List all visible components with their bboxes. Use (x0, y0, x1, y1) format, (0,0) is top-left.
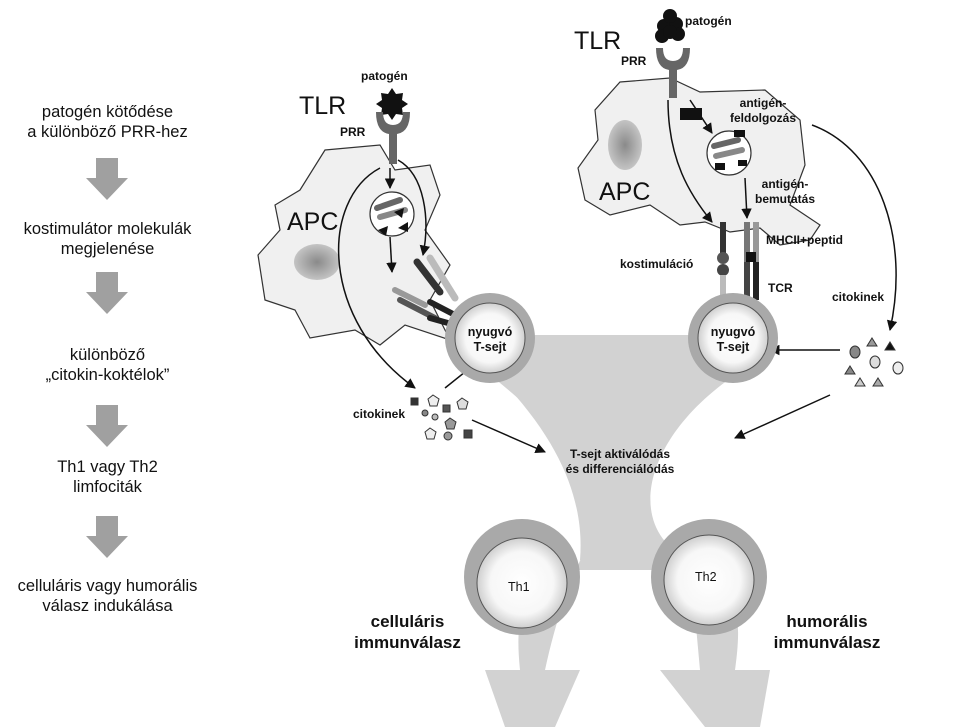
tcr-label: TCR (768, 281, 793, 295)
flow-arrow-3 (86, 405, 128, 447)
flow-arrow-4 (86, 516, 128, 558)
humoral-response-label: humorális immunválasz (773, 612, 881, 652)
flow-arrow-1 (86, 158, 128, 200)
right-apc-nucleus (608, 120, 642, 170)
right-pathogen-icon (655, 9, 685, 43)
left-prr-receptor (376, 112, 410, 164)
left-prr-label: PRR (340, 125, 366, 139)
right-apc-label: APC (599, 178, 651, 206)
right-prr-label: PRR (621, 54, 647, 68)
th1-cell-inner (476, 537, 568, 629)
flow-step-2: kostimulátor molekulák megjelenése (23, 220, 192, 258)
antigen-presentation-label: antigén- bemutatás (754, 177, 816, 206)
cellular-response-label: celluláris immunválasz (354, 612, 461, 652)
th1-label: Th1 (508, 580, 530, 594)
right-apc-cell (577, 77, 821, 246)
right-cytokines-label: citokinek (832, 290, 885, 304)
right-prr-receptor (656, 48, 690, 98)
left-tcell-inner (454, 302, 526, 374)
right-cytokine-cluster (844, 337, 904, 387)
costimulation-label: kostimuláció (620, 257, 694, 271)
left-tlr-label: TLR (299, 92, 347, 120)
left-apc-nucleus (294, 244, 340, 280)
left-receptor-pairs (392, 254, 459, 328)
left-pathogen-icon (376, 88, 408, 120)
right-receptor-pairs (717, 222, 759, 300)
right-tcell-label: nyugvó T-sejt (710, 325, 756, 354)
right-pathogen-label: patogén (685, 14, 732, 28)
left-antigen-fragments (374, 197, 408, 236)
left-pathogen-label: patogén (361, 69, 408, 83)
th2-cell-inner (663, 534, 755, 626)
left-cytokines-label: citokinek (353, 407, 406, 421)
right-tlr-label: TLR (574, 27, 622, 55)
left-cytokine-cluster (410, 394, 473, 441)
left-apc-label: APC (287, 208, 339, 236)
flow-step-4: Th1 vagy Th2 limfociták (57, 458, 158, 496)
th2-label: Th2 (695, 570, 717, 584)
flow-step-3: különböző „citokin-koktélok” (45, 346, 170, 384)
right-antigen-fragments (711, 130, 747, 170)
right-tcell-inner (697, 302, 769, 374)
right-arrows (667, 99, 898, 439)
flow-step-1: patogén kötődése a különböző PRR-hez (27, 103, 188, 141)
mhc-label: MHCII+peptid (766, 233, 843, 247)
left-tcell-label: nyugvó T-sejt (467, 325, 513, 354)
activation-label: T-sejt aktiválódás és differenciálódás (565, 447, 675, 476)
left-arrows (337, 159, 546, 454)
funnel-core (470, 350, 750, 560)
antigen-processing-label: antigén- feldolgozás (729, 96, 796, 125)
flow-step-5: celluláris vagy humorális válasz indukál… (17, 577, 198, 615)
flow-arrow-2 (86, 272, 128, 314)
left-flow-arrows (86, 158, 128, 558)
